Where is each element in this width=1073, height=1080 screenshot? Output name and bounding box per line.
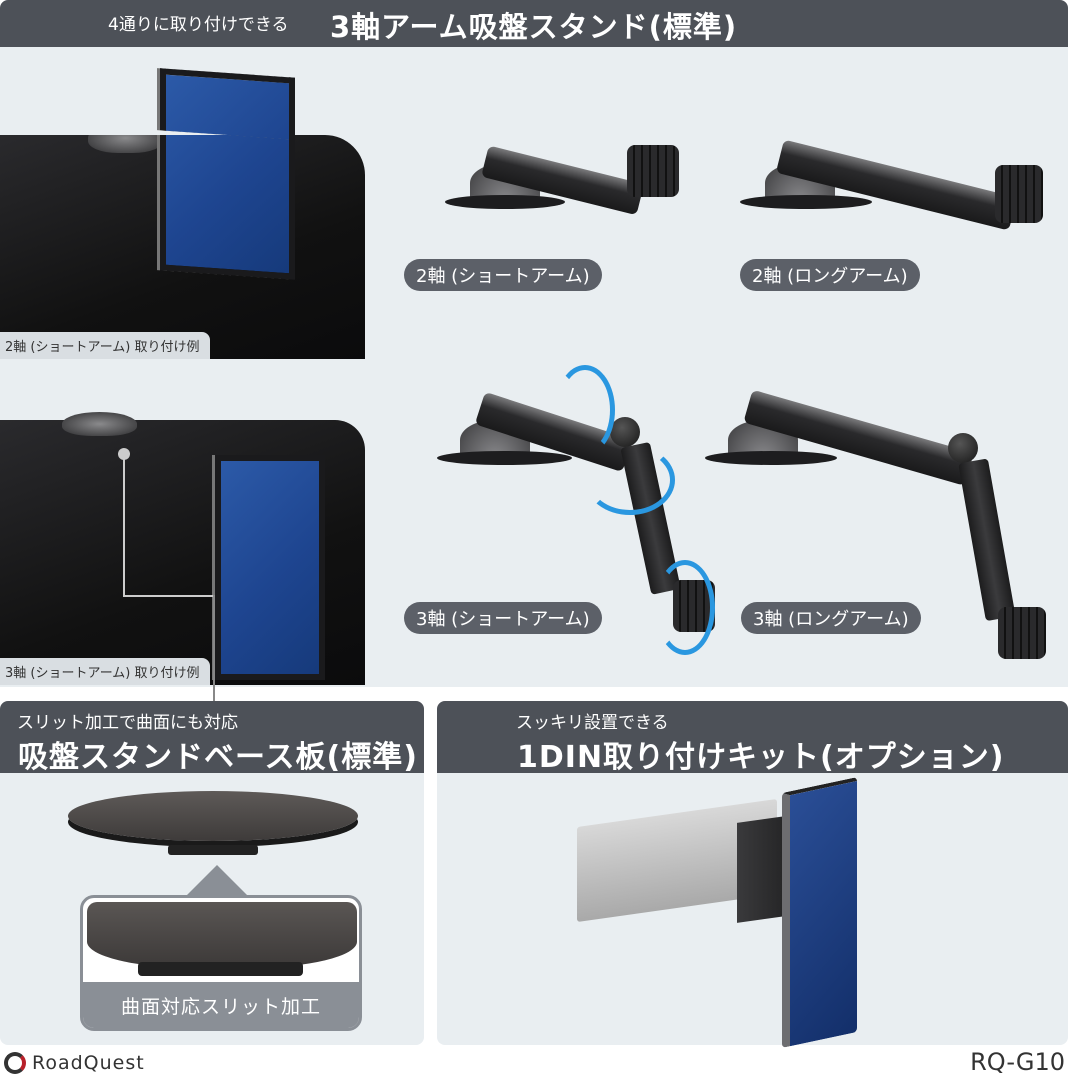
example-caption: 2軸 (ショートアーム) 取り付け例 bbox=[0, 332, 210, 359]
section-title: 吸盤スタンドベース板(標準) bbox=[18, 740, 418, 775]
rotation-arrow-icon bbox=[585, 445, 675, 515]
1din-kit-panel bbox=[437, 773, 1068, 1048]
variant-label: 2軸 (ショートアーム) bbox=[404, 259, 602, 291]
brand-logo: RoadQuest bbox=[4, 1052, 145, 1074]
callout-line bbox=[123, 458, 125, 595]
section-header-1din-kit: スッキリ設置できる 1DIN取り付けキット(オプション) bbox=[437, 701, 1068, 775]
suction-base bbox=[62, 412, 137, 436]
callout-line bbox=[213, 595, 215, 705]
section-title: 1DIN取り付けキット(オプション) bbox=[517, 740, 1005, 775]
section-subtitle: スッキリ設置できる bbox=[516, 713, 669, 733]
detail-callout: 曲面対応スリット加工 bbox=[80, 895, 362, 1031]
arm-3axis-long bbox=[703, 375, 1063, 675]
arm-2axis-long bbox=[740, 125, 1050, 231]
variant-label: 3軸 (ショートアーム) bbox=[404, 602, 602, 634]
callout-dot bbox=[118, 448, 130, 460]
section-header-base-plate: スリット加工で曲面にも対応 吸盤スタンドベース板(標準) bbox=[0, 701, 424, 775]
variant-label: 2軸 (ロングアーム) bbox=[740, 259, 920, 291]
zoom-pointer bbox=[187, 865, 247, 895]
monitor-screen bbox=[215, 455, 325, 680]
suction-base bbox=[88, 135, 163, 153]
section-header-arm-stand: 4通りに取り付けできる 3軸アーム吸盤スタンド(標準) bbox=[0, 0, 1068, 47]
brand-name: RoadQuest bbox=[32, 1052, 145, 1074]
variant-label: 3軸 (ロングアーム) bbox=[741, 602, 921, 634]
model-number: RQ-G10 bbox=[970, 1048, 1065, 1076]
example-caption: 3軸 (ショートアーム) 取り付け例 bbox=[0, 658, 210, 685]
example-photo-3axis-short: 3軸 (ショートアーム) 取り付け例 bbox=[0, 420, 365, 685]
rotation-arrow-icon bbox=[655, 560, 715, 655]
monitor-screen bbox=[160, 135, 295, 280]
monitor-screen bbox=[782, 777, 857, 1048]
section-subtitle: 4通りに取り付けできる bbox=[108, 15, 289, 35]
base-plate-panel: 曲面対応スリット加工 bbox=[0, 773, 424, 1045]
callout-line bbox=[123, 595, 214, 597]
rotation-arrow-icon bbox=[555, 365, 615, 455]
section-title: 3軸アーム吸盤スタンド(標準) bbox=[330, 10, 738, 44]
monitor-screen-top bbox=[160, 68, 295, 140]
base-plate-image bbox=[68, 791, 358, 841]
brand-logo-icon bbox=[4, 1052, 26, 1074]
section-subtitle: スリット加工で曲面にも対応 bbox=[17, 713, 238, 733]
detail-label: 曲面対応スリット加工 bbox=[83, 982, 359, 1028]
example-photo-2axis-short: 2軸 (ショートアーム) 取り付け例 bbox=[0, 135, 365, 359]
arm-3axis-short bbox=[435, 365, 735, 665]
arm-2axis-short bbox=[445, 125, 685, 216]
